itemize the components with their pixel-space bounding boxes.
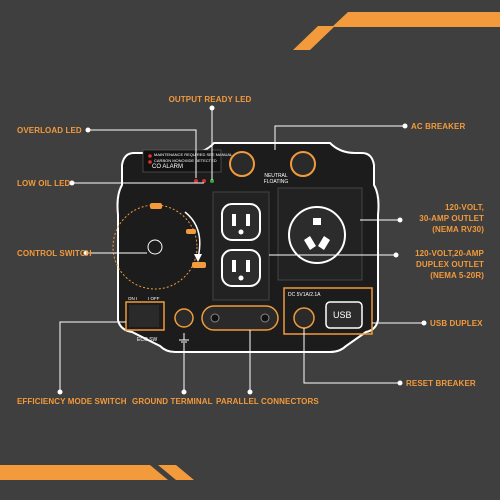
callout-control-switch: CONTROL SWITCH [17, 249, 92, 258]
efficiency-mode-switch[interactable] [129, 305, 159, 327]
callout-reset-breaker: RESET BREAKER [406, 379, 476, 388]
maintenance-led [148, 154, 152, 158]
bottom-stripe-1 [0, 465, 168, 480]
usb-spec-label: DC 5V1A/2.1A [288, 292, 321, 298]
maintenance-text: MAINTENANCE REQUIRED SEE MANUAL [154, 152, 233, 157]
duplex-outlet-bottom[interactable] [221, 249, 261, 287]
ac-breaker-right[interactable] [290, 151, 316, 177]
output-ready-led-dot [210, 179, 214, 183]
co-led [148, 160, 152, 164]
callout-duplex-line2: DUPLEX OUTLET [416, 260, 484, 269]
eco-switch-frame [125, 301, 165, 331]
callout-duplex-line1: 120-VOLT,20-AMP [415, 249, 484, 258]
low-oil-led-dot [202, 179, 206, 183]
top-stripe-1 [293, 26, 335, 50]
neutral-label-2: FLOATING [263, 179, 289, 185]
callout-efficiency-mode-switch: EFFICIENCY MODE SWITCH [17, 397, 127, 406]
choke-indicator [150, 203, 162, 209]
callout-ground-terminal: GROUND TERMINAL [132, 397, 213, 406]
leader-eco [59, 321, 126, 392]
reset-breaker[interactable] [293, 307, 315, 329]
usb-frame [283, 287, 373, 335]
overload-led-dot [194, 179, 198, 183]
run-indicator [186, 229, 196, 234]
callout-low-oil-led: LOW OIL LED [17, 179, 71, 188]
callout-30amp-line2: 30-AMP OUTLET [419, 214, 484, 223]
parallel-connectors[interactable] [201, 305, 279, 331]
usb-label: USB [333, 310, 352, 320]
callout-usb-duplex: USB DUPLEX [430, 319, 483, 328]
callout-overload-led: OVERLOAD LED [17, 126, 82, 135]
top-stripe-2 [332, 12, 500, 27]
eco-sw-label: ECO SW [137, 337, 158, 343]
callout-30amp-line1: 120-VOLT, [445, 203, 484, 212]
callout-parallel-connectors: PARALLEL CONNECTORS [216, 397, 319, 406]
switch-off-label: I OFF [148, 296, 160, 301]
bottom-stripe-2 [158, 465, 194, 480]
control-switch-arrow [184, 211, 201, 259]
neutral-label-1: NEUTRAL [264, 173, 288, 179]
stop-indicator [192, 262, 206, 268]
switch-on-label: ON I [128, 296, 138, 301]
callout-30amp-line3: (NEMA RV30) [432, 225, 484, 234]
callout-duplex-line3: (NEMA 5-20R) [430, 271, 484, 280]
ground-terminal[interactable] [174, 308, 194, 328]
leader-ac-breaker [274, 125, 405, 150]
callout-ac-breaker: AC BREAKER [411, 122, 466, 131]
co-alarm-label: CO ALARM [152, 164, 184, 170]
ac-breaker-left[interactable] [229, 151, 255, 177]
usb-port-icon[interactable] [325, 301, 363, 329]
duplex-outlet-top[interactable] [221, 203, 261, 241]
leader-overload [88, 129, 197, 178]
co-detected-text: CARBON MONOXIDE DETECTED [154, 158, 217, 163]
control-switch-knob[interactable] [147, 239, 163, 255]
leader-reset [303, 328, 400, 384]
led-display [142, 149, 222, 173]
rv-outlet[interactable] [288, 206, 346, 264]
callout-output-ready-led: OUTPUT READY LED [168, 95, 252, 104]
